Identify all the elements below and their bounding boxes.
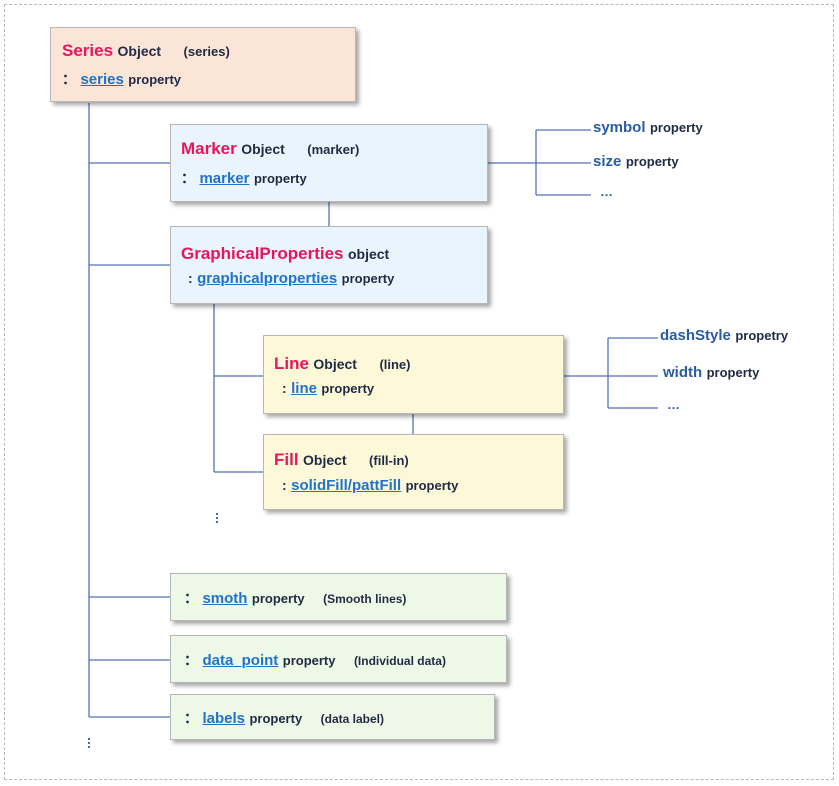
series-colon: ： xyxy=(62,71,76,87)
marker-property-word: property xyxy=(253,171,307,186)
data-point-property-link[interactable]: data_point xyxy=(202,652,279,669)
graphical-property-link[interactable]: graphicalproperties xyxy=(197,270,338,287)
data-point-property-row: ： data_point property (Individual data) xyxy=(184,650,446,670)
series-property-row: ： series property xyxy=(62,69,181,89)
smooth-paren: (Smooth lines) xyxy=(323,592,407,606)
graphical-property-word: property xyxy=(341,271,395,286)
marker-paren: (marker) xyxy=(307,142,360,157)
marker-object-word: Object xyxy=(241,141,285,157)
marker-property-row: ： marker property xyxy=(181,168,307,188)
graphical-object-name: GraphicalProperties xyxy=(181,244,344,263)
graphical-property-row: : graphicalproperties property xyxy=(188,270,394,288)
graphicalproperties-object-box xyxy=(170,226,488,304)
fill-object-name: Fill xyxy=(274,450,299,469)
dashstyle-property-word: propetry xyxy=(735,328,789,343)
series-object-box xyxy=(50,27,356,102)
data-point-property-box xyxy=(170,635,507,683)
series-title: Series Object (series) xyxy=(62,41,230,61)
graphical-title: GraphicalProperties object xyxy=(181,244,389,264)
data-point-paren: (Individual data) xyxy=(353,654,446,668)
line-property-link[interactable]: line xyxy=(291,380,317,397)
marker-property-link[interactable]: marker xyxy=(199,170,250,187)
fill-property-link[interactable]: solidFill/pattFill xyxy=(291,477,402,494)
line-dashstyle-property: dashStyle propetry xyxy=(660,327,788,345)
graphical-colon: : xyxy=(188,270,193,286)
labels-colon: ： xyxy=(184,710,198,726)
labels-property-box xyxy=(170,694,495,740)
data-point-colon: ： xyxy=(184,652,198,668)
series-object-name: Series xyxy=(62,41,114,60)
line-property-row: : line property xyxy=(282,380,374,398)
fill-paren: (fill-in) xyxy=(369,453,409,468)
size-property-word: property xyxy=(625,154,679,169)
labels-property-link[interactable]: labels xyxy=(202,710,245,727)
fill-colon: : xyxy=(282,477,287,493)
labels-property-word: property xyxy=(249,711,303,726)
marker-colon: ： xyxy=(181,170,195,186)
series-object-word: Object xyxy=(117,43,162,59)
smooth-property-box xyxy=(170,573,507,621)
marker-title: Marker Object (marker) xyxy=(181,139,359,159)
width-property-name: width xyxy=(663,364,703,381)
line-more-ellipsis: … xyxy=(667,397,680,412)
fill-object-word: Object xyxy=(303,452,347,468)
fill-object-box xyxy=(263,434,564,510)
line-title: Line Object (line) xyxy=(274,354,411,374)
symbol-property-word: property xyxy=(649,120,703,135)
marker-object-box xyxy=(170,124,488,202)
graphical-more-vertical-ellipsis xyxy=(216,513,220,525)
series-property-word: property xyxy=(128,72,182,87)
line-object-word: Object xyxy=(313,356,357,372)
marker-size-property: size property xyxy=(593,153,679,171)
series-property-link[interactable]: series xyxy=(80,71,124,88)
series-paren: (series) xyxy=(183,44,230,59)
marker-more-ellipsis: … xyxy=(600,184,613,199)
line-width-property: width property xyxy=(663,364,759,382)
smooth-colon: ： xyxy=(184,590,198,606)
width-property-word: property xyxy=(706,365,760,380)
data-point-property-word: property xyxy=(282,653,336,668)
labels-property-row: ： labels property (data label) xyxy=(184,708,384,728)
line-object-box xyxy=(263,335,564,414)
dashstyle-property-name: dashStyle xyxy=(660,327,731,344)
smooth-property-link[interactable]: smoth xyxy=(202,590,248,607)
line-property-word: property xyxy=(321,381,375,396)
symbol-property-name: symbol xyxy=(593,119,646,136)
smooth-property-word: property xyxy=(251,591,305,606)
fill-property-word: property xyxy=(405,478,459,493)
line-colon: : xyxy=(282,380,287,396)
diagram-frame xyxy=(4,4,834,780)
graphical-object-word: object xyxy=(347,246,390,262)
labels-paren: (data label) xyxy=(320,712,384,726)
size-property-name: size xyxy=(593,153,622,170)
marker-symbol-property: symbol property xyxy=(593,119,703,137)
fill-title: Fill Object (fill-in) xyxy=(274,450,409,470)
smooth-property-row: ： smoth property (Smooth lines) xyxy=(184,588,406,608)
line-paren: (line) xyxy=(379,357,411,372)
series-more-vertical-ellipsis xyxy=(88,738,92,750)
line-object-name: Line xyxy=(274,354,309,373)
marker-object-name: Marker xyxy=(181,139,237,158)
fill-property-row: : solidFill/pattFill property xyxy=(282,477,458,495)
